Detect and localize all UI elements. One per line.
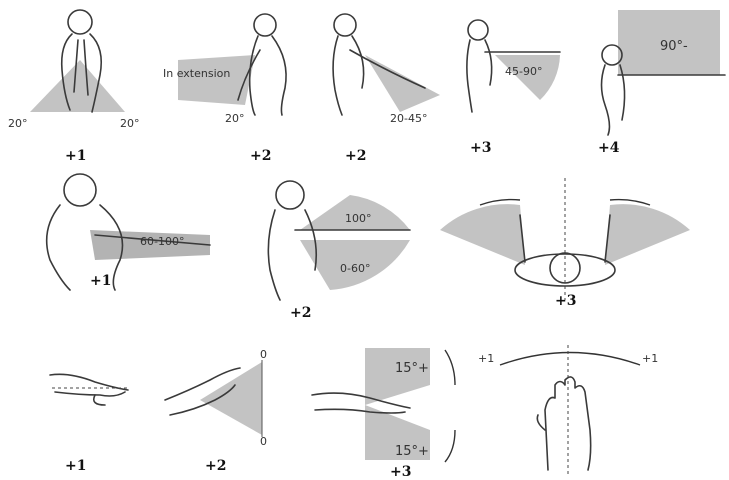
panel-12: +1 +1 bbox=[478, 345, 658, 475]
arc-arrow-left bbox=[480, 200, 520, 205]
score-label: +3 bbox=[470, 140, 491, 156]
score-label: +2 bbox=[250, 148, 271, 164]
panel-11: 15°+ 15°+ +3 bbox=[312, 348, 455, 480]
range-wedge bbox=[178, 55, 255, 105]
range-wedge-upper bbox=[365, 348, 430, 405]
arrow-up bbox=[445, 350, 455, 385]
score-label: +3 bbox=[390, 464, 411, 480]
panel-8: +3 bbox=[440, 178, 690, 309]
rotation-label-right: +1 bbox=[642, 352, 658, 365]
angle-label-bottom: 0 bbox=[260, 435, 267, 448]
hand-figure bbox=[50, 374, 128, 405]
arc-arrow-right bbox=[610, 200, 650, 205]
arrow-down bbox=[445, 430, 455, 462]
angle-label-bottom: 15°+ bbox=[395, 444, 429, 459]
panel-2: In extension 20° +2 bbox=[163, 14, 286, 164]
score-label: +1 bbox=[90, 273, 111, 289]
panel-9: +1 bbox=[50, 374, 128, 474]
score-label: +1 bbox=[65, 148, 86, 164]
panel-5: 90°- +4 bbox=[598, 10, 725, 156]
angle-label-upper: 100° bbox=[345, 212, 372, 225]
range-wedge bbox=[30, 60, 125, 112]
panel-7: 100° 0-60° +2 bbox=[268, 181, 410, 321]
angle-label-left: 20° bbox=[8, 117, 28, 130]
score-label: +1 bbox=[65, 458, 86, 474]
angle-label: 90°- bbox=[660, 39, 688, 54]
panel-3: 20-45° +2 bbox=[333, 14, 440, 164]
score-label: +4 bbox=[598, 140, 620, 156]
angle-label: 20-45° bbox=[390, 112, 427, 125]
range-wedge-right bbox=[605, 204, 690, 265]
angle-label-top: 0 bbox=[260, 348, 267, 361]
angle-label-right: 20° bbox=[120, 117, 140, 130]
angle-label: 20° bbox=[225, 112, 245, 125]
score-label: +2 bbox=[290, 305, 311, 321]
score-label: +2 bbox=[345, 148, 366, 164]
panel-6: 60-100° +1 bbox=[47, 174, 210, 290]
panel-1: 20° 20° +1 bbox=[8, 10, 140, 164]
panel-10: 0 0 +2 bbox=[165, 348, 267, 474]
range-wedge bbox=[200, 362, 262, 435]
twist-arc bbox=[500, 353, 640, 366]
hand-figure bbox=[537, 377, 590, 470]
rotation-label-left: +1 bbox=[478, 352, 494, 365]
extension-label: In extension bbox=[163, 67, 230, 80]
angle-label: 60-100° bbox=[140, 235, 184, 248]
range-wedge-left bbox=[440, 204, 525, 265]
hand-figure bbox=[312, 393, 410, 413]
angle-label-top: 15°+ bbox=[395, 361, 429, 376]
angle-label: 45-90° bbox=[505, 65, 542, 78]
panel-4: 45-90° +3 bbox=[467, 20, 560, 156]
score-label: +2 bbox=[205, 458, 226, 474]
angle-label-lower: 0-60° bbox=[340, 262, 370, 275]
score-label: +3 bbox=[555, 293, 576, 309]
